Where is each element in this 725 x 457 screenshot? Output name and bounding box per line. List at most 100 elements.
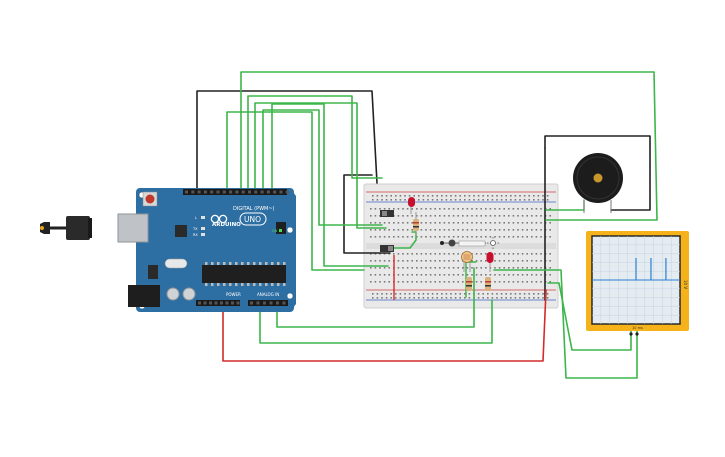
breadboard-hole[interactable] xyxy=(542,199,544,201)
breadboard-hole[interactable] xyxy=(393,208,395,210)
breadboard-hole[interactable] xyxy=(441,199,443,201)
breadboard-hole[interactable] xyxy=(540,253,542,255)
breadboard-hole[interactable] xyxy=(457,229,459,231)
breadboard-hole[interactable] xyxy=(494,267,496,269)
breadboard-hole[interactable] xyxy=(508,208,510,210)
breadboard-hole[interactable] xyxy=(443,281,446,283)
breadboard-hole[interactable] xyxy=(496,297,498,299)
breadboard-hole[interactable] xyxy=(503,236,505,238)
oscilloscope-probe-pos[interactable] xyxy=(635,332,639,336)
breadboard-hole[interactable] xyxy=(388,274,390,276)
breadboard-hole[interactable] xyxy=(383,208,386,210)
breadboard-hole[interactable] xyxy=(370,267,372,269)
breadboard-hole[interactable] xyxy=(462,281,464,283)
breadboard-hole[interactable] xyxy=(393,253,395,255)
breadboard-hole[interactable] xyxy=(487,297,489,299)
breadboard-hole[interactable] xyxy=(448,222,450,224)
breadboard-hole[interactable] xyxy=(535,236,538,238)
breadboard-hole[interactable] xyxy=(537,199,540,201)
breadboard-hole[interactable] xyxy=(413,195,415,197)
breadboard-hole[interactable] xyxy=(448,208,450,210)
breadboard-hole[interactable] xyxy=(489,236,492,238)
breadboard-hole[interactable] xyxy=(450,297,452,299)
breadboard-hole[interactable] xyxy=(431,199,434,201)
breadboard-hole[interactable] xyxy=(510,293,512,295)
breadboard-hole[interactable] xyxy=(385,297,388,299)
breadboard-hole[interactable] xyxy=(420,229,423,231)
breadboard-hole[interactable] xyxy=(540,260,542,262)
breadboard-hole[interactable] xyxy=(526,236,528,238)
breadboard-hole[interactable] xyxy=(385,199,388,201)
breadboard-hole[interactable] xyxy=(374,222,377,224)
breadboard-hole[interactable] xyxy=(374,274,377,276)
breadboard-hole[interactable] xyxy=(429,267,432,269)
breadboard-hole[interactable] xyxy=(385,195,388,197)
breadboard-hole[interactable] xyxy=(521,236,524,238)
breadboard-hole[interactable] xyxy=(452,229,455,231)
breadboard-hole[interactable] xyxy=(512,267,515,269)
breadboard-hole[interactable] xyxy=(450,293,452,295)
breadboard-hole[interactable] xyxy=(402,215,404,217)
wire-red-power[interactable] xyxy=(222,289,547,362)
digital-pin[interactable] xyxy=(273,190,277,194)
breadboard-hole[interactable] xyxy=(443,215,446,217)
breadboard-hole[interactable] xyxy=(526,215,528,217)
breadboard-hole[interactable] xyxy=(381,297,383,299)
breadboard-hole[interactable] xyxy=(370,236,372,238)
breadboard-hole[interactable] xyxy=(404,297,406,299)
breadboard-hole[interactable] xyxy=(399,195,402,197)
breadboard-hole[interactable] xyxy=(452,253,455,255)
breadboard-hole[interactable] xyxy=(420,222,423,224)
light-slider[interactable] xyxy=(440,237,499,249)
breadboard-hole[interactable] xyxy=(466,229,469,231)
digital-pin[interactable] xyxy=(248,190,251,194)
breadboard-hole[interactable] xyxy=(452,236,455,238)
breadboard-hole[interactable] xyxy=(383,281,386,283)
breadboard-hole[interactable] xyxy=(406,260,409,262)
breadboard-hole[interactable] xyxy=(485,229,487,231)
breadboard-hole[interactable] xyxy=(549,236,551,238)
breadboard-hole[interactable] xyxy=(537,297,540,299)
breadboard-hole[interactable] xyxy=(383,253,386,255)
breadboard-hole[interactable] xyxy=(482,297,484,299)
breadboard-hole[interactable] xyxy=(404,199,406,201)
breadboard-hole[interactable] xyxy=(485,274,487,276)
breadboard-hole[interactable] xyxy=(528,297,530,299)
digital-pin[interactable] xyxy=(203,190,207,194)
breadboard-hole[interactable] xyxy=(413,293,415,295)
breadboard-hole[interactable] xyxy=(395,195,397,197)
breadboard-hole[interactable] xyxy=(498,229,501,231)
power-pin[interactable] xyxy=(203,301,207,305)
breadboard-hole[interactable] xyxy=(431,293,434,295)
breadboard-hole[interactable] xyxy=(480,229,482,231)
breadboard-hole[interactable] xyxy=(397,274,400,276)
breadboard-hole[interactable] xyxy=(381,195,383,197)
breadboard-hole[interactable] xyxy=(517,229,519,231)
breadboard-hole[interactable] xyxy=(383,267,386,269)
breadboard-hole[interactable] xyxy=(427,293,429,295)
breadboard-hole[interactable] xyxy=(514,297,517,299)
breadboard-hole[interactable] xyxy=(487,293,489,295)
breadboard-hole[interactable] xyxy=(517,222,519,224)
breadboard-hole[interactable] xyxy=(457,208,459,210)
breadboard-hole[interactable] xyxy=(404,293,406,295)
breadboard-hole[interactable] xyxy=(468,293,471,295)
breadboard-hole[interactable] xyxy=(500,293,503,295)
breadboard-hole[interactable] xyxy=(535,267,538,269)
breadboard-hole[interactable] xyxy=(487,195,489,197)
breadboard-hole[interactable] xyxy=(399,297,402,299)
breadboard-hole[interactable] xyxy=(533,297,535,299)
slide-switch-knob[interactable] xyxy=(382,211,387,216)
breadboard-hole[interactable] xyxy=(540,222,542,224)
breadboard-hole[interactable] xyxy=(370,208,372,210)
breadboard-hole[interactable] xyxy=(537,195,540,197)
digital-pin[interactable] xyxy=(229,190,233,194)
breadboard-hole[interactable] xyxy=(370,215,372,217)
breadboard-hole[interactable] xyxy=(494,229,496,231)
breadboard-hole[interactable] xyxy=(459,199,461,201)
breadboard-hole[interactable] xyxy=(452,260,455,262)
breadboard-hole[interactable] xyxy=(443,236,446,238)
breadboard-hole[interactable] xyxy=(485,208,487,210)
digital-pin[interactable] xyxy=(279,190,283,194)
